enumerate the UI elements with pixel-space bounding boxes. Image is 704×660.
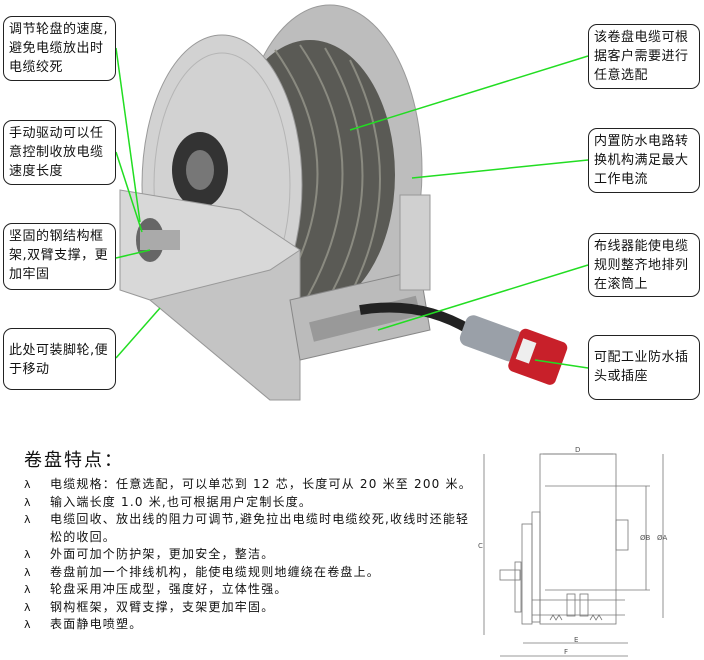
bullet-icon: λ [24,478,32,491]
feature-item: λ 电缆回收、放出线的阻力可调节,避免拉出电缆时电缆绞死,收线时还能轻松的收回。 [24,511,474,546]
feature-text: 电缆回收、放出线的阻力可调节,避免拉出电缆时电缆绞死,收线时还能轻松的收回。 [50,512,470,544]
bullet-icon: λ [24,495,32,509]
callout-text: 该卷盘电缆可根据客户需要进行任意选配 [594,30,689,83]
industrial-plug [459,315,568,385]
cable-reel-photo [115,4,589,401]
callout-text: 手动驱动可以任意控制收放电缆速度长度 [9,126,104,179]
bullet-icon: λ [24,548,32,561]
dim-e: E [574,636,578,644]
feature-text: 卷盘前加一个排线机构，能使电缆规则地缠绕在卷盘上。 [50,564,381,579]
callout-level-wind: 布线器能使电缆规则整齐地排列在滚筒上 [588,233,700,297]
features-title: 卷盘特点： [24,450,124,471]
callout-text: 内置防水电路转换机构满足最大工作电流 [594,134,689,187]
dim-d: D [575,446,580,454]
dim-c: C [478,542,483,550]
bullet-icon: λ [24,618,32,631]
callout-text: 可配工业防水插头或插座 [594,350,689,384]
callout-casters: 此处可装脚轮,便于移动 [3,328,116,390]
callout-speed-adjust: 调节轮盘的速度,避免电缆放出时电缆绞死 [3,16,116,81]
feature-text: 电缆规格：任意选配，可以单芯到 12 芯，长度可从 20 米至 200 米。 [50,477,472,491]
features-section: 卷盘特点： λ 电缆规格：任意选配，可以单芯到 12 芯，长度可从 20 米至 2… [24,446,474,634]
callout-manual-drive: 手动驱动可以任意控制收放电缆速度长度 [3,120,116,185]
feature-item: λ 钢构框架，双臂支撑，支架更加牢固。 [24,599,474,617]
bullet-icon: λ [24,513,32,526]
bullet-icon: λ [24,600,32,614]
feature-item: λ 电缆规格：任意选配，可以单芯到 12 芯，长度可从 20 米至 200 米。 [24,476,474,494]
dim-b: ØB [640,534,651,542]
bullet-icon: λ [24,565,32,579]
callout-text: 坚固的钢结构框架,双臂支撑，更加牢固 [9,229,109,282]
feature-text: 表面静电喷塑。 [50,617,143,631]
feature-item: λ 轮盘采用冲压成型，强度好，立体性强。 [24,581,474,599]
feature-item: λ 卷盘前加一个排线机构，能使电缆规则地缠绕在卷盘上。 [24,564,474,582]
callout-text: 此处可装脚轮,便于移动 [9,343,109,377]
callout-waterproof-circuit: 内置防水电路转换机构满足最大工作电流 [588,128,700,193]
feature-text: 外面可加个防护架，更加安全，整洁。 [50,547,275,561]
output-cable [359,302,473,335]
dim-a: ØA [657,534,668,542]
feature-item: λ 输入端长度 1.0 米,也可根据用户定制长度。 [24,494,474,512]
feature-item: λ 表面静电喷塑。 [24,616,474,634]
leader-lines [115,47,589,369]
callout-plug: 可配工业防水插头或插座 [588,335,700,400]
feature-text: 轮盘采用冲压成型，强度好，立体性强。 [50,582,288,596]
callout-cable-options: 该卷盘电缆可根据客户需要进行任意选配 [588,24,700,89]
feature-text: 输入端长度 1.0 米,也可根据用户定制长度。 [50,494,313,509]
callout-text: 调节轮盘的速度,避免电缆放出时电缆绞死 [9,22,109,75]
technical-drawing: D C ØB ØA E F [478,446,668,657]
callout-text: 布线器能使电缆规则整齐地排列在滚筒上 [594,239,689,292]
bullet-icon: λ [24,583,32,596]
feature-text: 钢构框架，双臂支撑，支架更加牢固。 [50,599,275,614]
callout-steel-frame: 坚固的钢结构框架,双臂支撑，更加牢固 [3,223,116,290]
dim-f: F [564,648,568,656]
feature-item: λ 外面可加个防护架，更加安全，整洁。 [24,546,474,564]
